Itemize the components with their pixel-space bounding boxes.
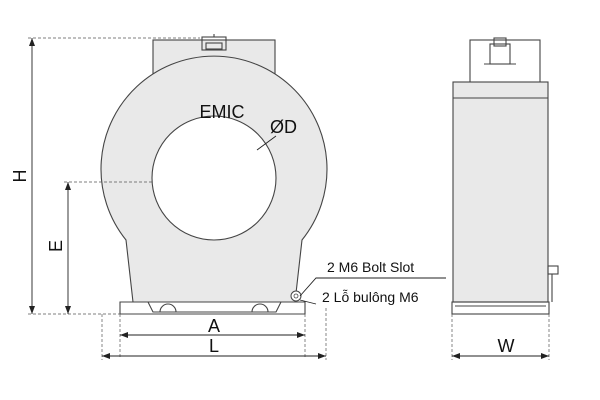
e-label: E	[46, 240, 66, 252]
l-label: L	[209, 336, 219, 356]
side-base-plate	[451, 301, 550, 315]
bolt-slot-note-en: 2 M6 Bolt Slot	[327, 259, 414, 275]
diameter-label: ØD	[270, 117, 297, 137]
base-plate	[119, 301, 306, 315]
a-label: A	[208, 316, 220, 336]
terminal-screw-head	[205, 42, 223, 50]
side-terminal-knob	[489, 43, 511, 65]
side-terminal-cap	[493, 37, 507, 47]
side-ground-terminal	[547, 265, 559, 275]
ct-window	[151, 115, 277, 241]
diameter-leader	[256, 135, 277, 151]
h-label: H	[10, 170, 30, 183]
ground-terminal-hole	[293, 293, 299, 299]
bolt-slot-left	[159, 303, 177, 313]
brand-label: EMIC	[200, 102, 245, 122]
bolt-slot-right	[251, 303, 269, 313]
bolt-note-leader	[299, 277, 446, 297]
w-label: W	[498, 336, 515, 356]
side-body	[452, 81, 549, 303]
bolt-slot-note-vi: 2 Lỗ bulông M6	[322, 289, 419, 305]
bolt-note-leader-2	[299, 299, 317, 305]
